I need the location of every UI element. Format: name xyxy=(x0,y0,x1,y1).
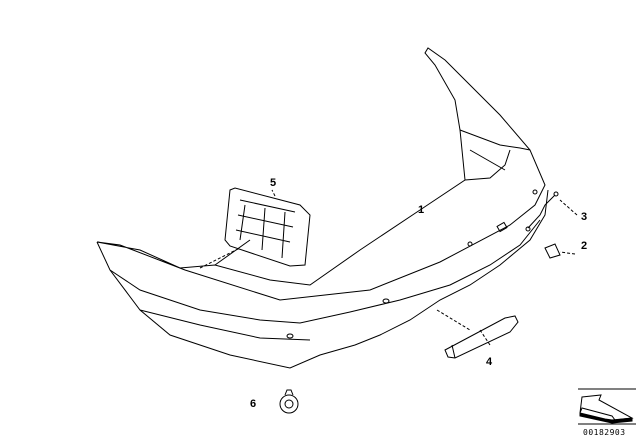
bracket-part xyxy=(224,187,311,267)
drawing-number: 00182903 xyxy=(583,428,626,437)
pdc-hole xyxy=(382,298,390,304)
wiring-part xyxy=(527,194,556,229)
callout-1: 1 xyxy=(418,204,425,216)
bumper-outline xyxy=(96,47,546,301)
pdc-hole xyxy=(532,189,538,195)
pdc-hole xyxy=(286,333,294,339)
callout-3: 3 xyxy=(581,211,588,223)
callout-6: 6 xyxy=(250,398,257,410)
callout-2: 2 xyxy=(581,240,588,252)
callout-5: 5 xyxy=(270,177,277,189)
cover-cap-part xyxy=(544,243,561,259)
orientation-arrow-icon xyxy=(578,388,636,425)
reflector-part xyxy=(444,315,519,359)
callout-4: 4 xyxy=(486,356,493,368)
pdc-hole xyxy=(467,241,473,247)
sensor-part xyxy=(279,394,299,414)
